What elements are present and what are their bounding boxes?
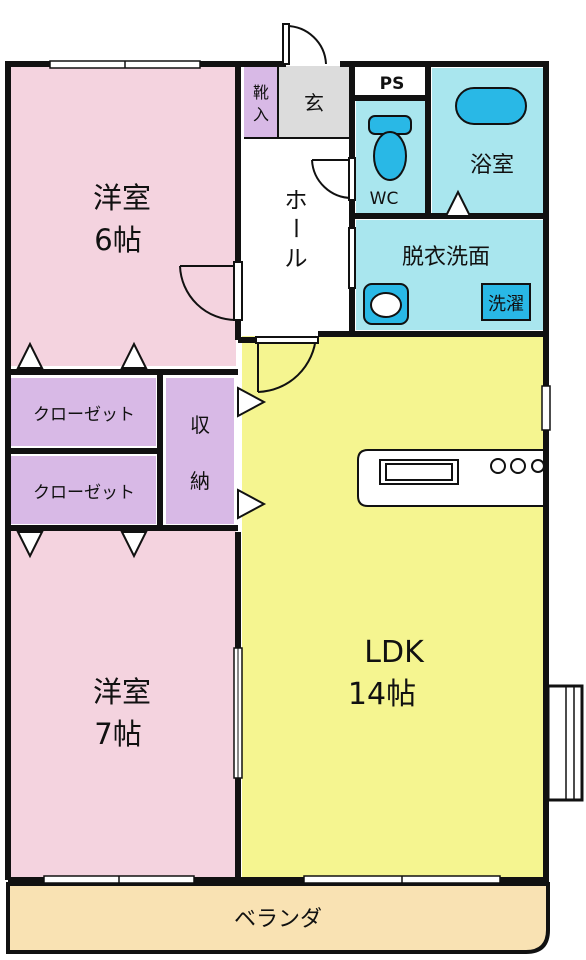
bedroom-6-area xyxy=(10,66,236,366)
stove-burner-icon xyxy=(490,458,506,474)
ps-label: PS xyxy=(380,74,405,94)
ldk-name: LDK xyxy=(364,635,425,670)
bathtub-icon xyxy=(455,87,527,125)
toilet-icon xyxy=(368,115,412,181)
bedroom-6-door xyxy=(179,261,243,321)
storage-label-1: 収 xyxy=(190,413,210,437)
storage-label-2: 納 xyxy=(190,469,210,493)
wc-label: WC xyxy=(370,189,399,209)
balcony-label: ベランダ xyxy=(234,907,322,932)
laundry-label: 洗濯 xyxy=(488,294,524,315)
closet-lower-area xyxy=(10,456,156,524)
ldk-area xyxy=(242,336,544,880)
ldk-size: 14帖 xyxy=(348,677,416,712)
bedroom-6-name: 洋室 xyxy=(93,181,151,215)
sliding-door-bedroom-7 xyxy=(233,647,243,779)
wc-door xyxy=(311,157,356,201)
window-bedroom-6 xyxy=(49,60,201,69)
storage-area xyxy=(166,378,234,524)
bedroom-7-size: 7帖 xyxy=(94,717,141,751)
ps-area xyxy=(356,68,426,98)
bedroom-6-size: 6帖 xyxy=(94,223,141,257)
hall-area xyxy=(244,138,348,328)
ldk-door xyxy=(255,335,319,393)
shoe-box-area xyxy=(244,66,278,138)
balcony-area xyxy=(6,882,550,954)
hall-label-3: ル xyxy=(285,246,308,272)
genkan-label: 玄 xyxy=(304,91,324,115)
window-ldk-bay xyxy=(546,684,584,802)
bedroom-7-area xyxy=(10,530,236,880)
shoe-box-label-1: 靴 xyxy=(253,83,269,102)
closet-upper-area xyxy=(10,378,156,446)
genkan-area xyxy=(278,66,350,138)
wash-basin-icon xyxy=(363,283,409,325)
closet-upper-label: クローゼット xyxy=(33,405,135,425)
stove-burner-icon xyxy=(510,458,526,474)
hall-label-1: ホ xyxy=(285,188,308,214)
window-ldk-east xyxy=(541,385,551,431)
bedroom-7-name: 洋室 xyxy=(93,675,151,709)
stove-burner-icon xyxy=(531,459,545,473)
washroom-label: 脱衣洗面 xyxy=(402,245,490,270)
washroom-door xyxy=(348,227,356,289)
laundry-box xyxy=(481,283,531,321)
closet-door-markers xyxy=(16,189,472,559)
bath-label: 浴室 xyxy=(470,153,514,178)
hall-label-2: ー xyxy=(282,217,308,240)
window-ldk-south xyxy=(303,875,501,884)
closet-lower-label: クローゼット xyxy=(33,483,135,503)
window-bedroom-7 xyxy=(43,875,195,884)
kitchen-counter xyxy=(357,449,545,507)
entrance-door xyxy=(282,23,327,65)
shoe-box-label-2: 入 xyxy=(253,105,269,124)
